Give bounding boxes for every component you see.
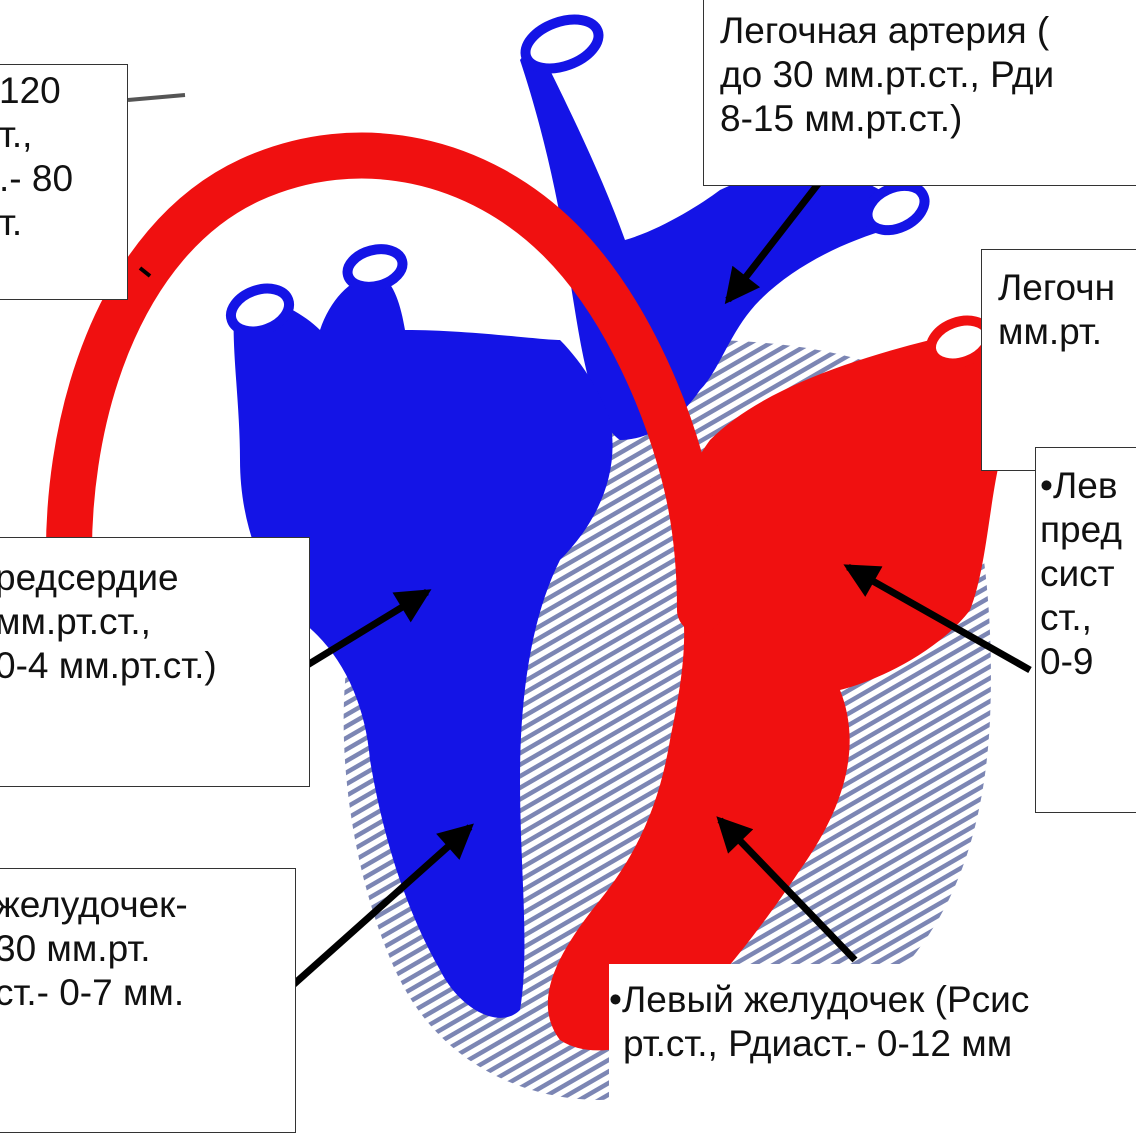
pulmonary-artery-opening-top xyxy=(519,10,605,77)
label-left-ventricle: •Левый желудочек (Рсис рт.ст., Рдиаст.- … xyxy=(609,964,1136,1134)
label-aorta: 120 т., .- 80 т. xyxy=(0,64,128,300)
label-right-ventricle: желудочек- 30 мм.рт. ст.- 0-7 мм. xyxy=(0,868,296,1133)
label-left-atrium: •Лев пред сист ст., 0-9 xyxy=(1035,447,1136,813)
label-right-atrium: редсердие мм.рт.ст., 0-4 мм.рт.ст.) xyxy=(0,537,310,787)
label-pulmonary-vein: Легочн мм.рт. xyxy=(981,249,1136,471)
aorta-pointer xyxy=(128,95,185,100)
vena-cava-opening-right xyxy=(343,243,406,292)
label-pulmonary-artery: Легочная артерия ( до 30 мм.рт.ст., Рди … xyxy=(703,0,1136,186)
